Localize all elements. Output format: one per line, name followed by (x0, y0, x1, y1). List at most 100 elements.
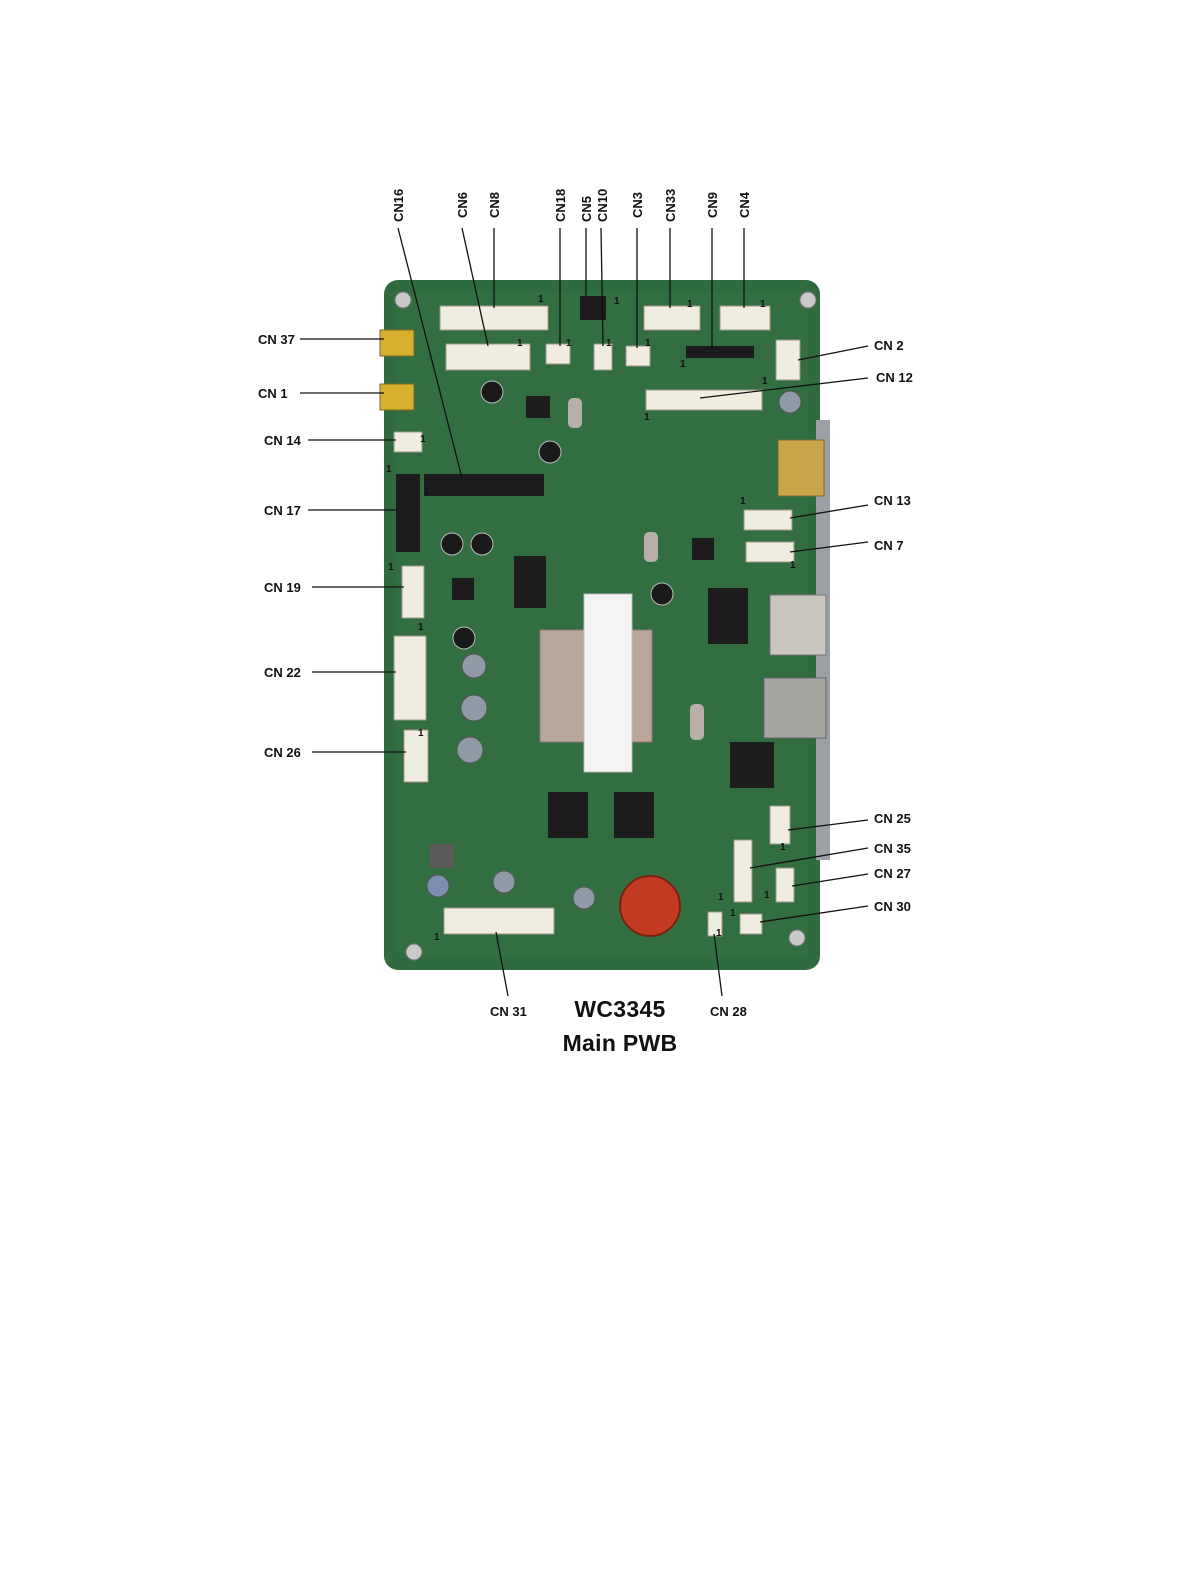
connector-cn9 (686, 346, 754, 358)
label-cn3: CN3 (630, 192, 645, 218)
label-cn35: CN 35 (874, 841, 911, 856)
label-cn7: CN 7 (874, 538, 904, 553)
pin1-marker: 1 (420, 434, 426, 445)
ic-chip (548, 792, 588, 838)
pin1-marker: 1 (538, 294, 544, 305)
label-cn8: CN8 (487, 192, 502, 218)
caption-model: WC3345 (460, 996, 780, 1023)
capacitor (539, 441, 561, 463)
capacitor (651, 583, 673, 605)
crystal (690, 704, 704, 740)
usb-port (778, 440, 824, 496)
sd-slot (770, 595, 826, 655)
mounting-hole (800, 292, 816, 308)
coin-battery (620, 876, 680, 936)
pin1-marker: 1 (606, 338, 612, 349)
label-cn9: CN9 (705, 192, 720, 218)
label-cn16: CN16 (391, 189, 406, 222)
pin1-marker: 1 (566, 338, 572, 349)
ic-chip (514, 556, 546, 608)
ic-chip (730, 742, 774, 788)
label-cn30: CN 30 (874, 899, 911, 914)
pin1-marker: 1 (760, 299, 766, 310)
crystal (644, 532, 658, 562)
label-cn14: CN 14 (264, 433, 302, 448)
connector-cn13 (744, 510, 792, 530)
connector-cn2 (776, 340, 800, 380)
capacitor (779, 391, 801, 413)
label-cn33: CN33 (663, 189, 678, 222)
connector-cn25 (770, 806, 790, 844)
pin1-marker: 1 (644, 412, 650, 423)
label-cn22: CN 22 (264, 665, 301, 680)
label-cn1: CN 1 (258, 386, 288, 401)
connector-cn7 (746, 542, 794, 562)
mounting-hole (789, 930, 805, 946)
connector-cn3 (626, 346, 650, 366)
connector-cn27 (776, 868, 794, 902)
top-labels: CN16 CN6 CN8 CN18 CN5 CN10 CN3 CN33 CN9 … (391, 189, 752, 222)
connector-cn22 (394, 636, 426, 720)
capacitor (457, 737, 483, 763)
label-cn27: CN 27 (874, 866, 911, 881)
pin1-marker: 1 (716, 928, 722, 939)
connector-cn16 (424, 474, 544, 496)
label-cn6: CN6 (455, 192, 470, 218)
pin1-marker: 1 (790, 560, 796, 571)
pin1-marker: 1 (762, 376, 768, 387)
capacitor (453, 627, 475, 649)
ic-chip (692, 538, 714, 560)
pin1-marker: 1 (614, 296, 620, 307)
pin1-marker: 1 (718, 892, 724, 903)
mounting-hole (395, 292, 411, 308)
label-cn26: CN 26 (264, 745, 301, 760)
capacitor (481, 381, 503, 403)
pin1-marker: 1 (730, 908, 736, 919)
connector-cn37 (380, 330, 414, 356)
connector-cn35 (734, 840, 752, 902)
mounting-hole (406, 944, 422, 960)
capacitor (493, 871, 515, 893)
pin1-marker: 1 (386, 464, 392, 475)
inductor (430, 844, 454, 868)
label-cn17: CN 17 (264, 503, 301, 518)
label-cn25: CN 25 (874, 811, 911, 826)
crystal (568, 398, 582, 428)
connector-cn14 (394, 432, 422, 452)
capacitor (461, 695, 487, 721)
capacitor (441, 533, 463, 555)
label-cn5: CN5 (579, 196, 594, 222)
right-labels: CN 2 CN 12 CN 13 CN 7 CN 25 CN 35 CN 27 … (874, 338, 913, 914)
capacitor (471, 533, 493, 555)
label-cn4: CN4 (737, 191, 752, 218)
connector-cn1 (380, 384, 414, 410)
ic-chip (614, 792, 654, 838)
label-cn19: CN 19 (264, 580, 301, 595)
pin1-marker: 1 (517, 338, 523, 349)
capacitor (427, 875, 449, 897)
connector-cn31 (444, 908, 554, 934)
label-cn37: CN 37 (258, 332, 295, 347)
barcode-label (584, 594, 632, 772)
connector-cn8 (440, 306, 548, 330)
pin1-marker: 1 (680, 359, 686, 370)
connector-cn30 (740, 914, 762, 934)
label-cn13: CN 13 (874, 493, 911, 508)
pin1-marker: 1 (740, 496, 746, 507)
capacitor (573, 887, 595, 909)
pin1-marker: 1 (418, 728, 424, 739)
pin1-marker: 1 (418, 622, 424, 633)
caption-board-name: Main PWB (460, 1030, 780, 1057)
ic-chip (526, 396, 550, 418)
connector-cn26 (404, 730, 428, 782)
connector-cn19 (402, 566, 424, 618)
label-cn12: CN 12 (876, 370, 913, 385)
capacitor (462, 654, 486, 678)
pin1-marker: 1 (645, 338, 651, 349)
pin1-marker: 1 (780, 842, 786, 853)
pin1-marker: 1 (764, 890, 770, 901)
pin1-marker: 1 (434, 932, 440, 943)
ic-chip (708, 588, 748, 644)
pin1-marker: 1 (424, 486, 430, 497)
